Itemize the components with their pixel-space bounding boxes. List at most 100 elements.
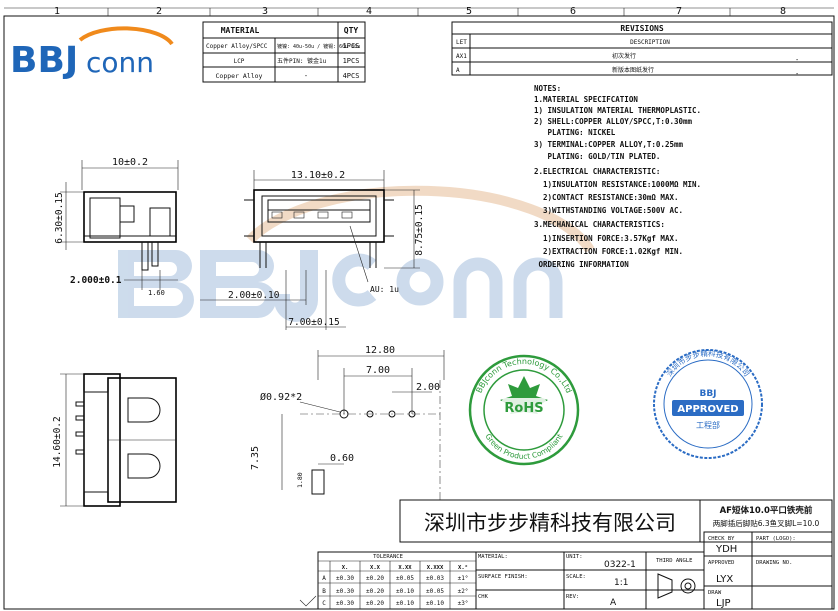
approved-label: APPROVED (677, 404, 738, 415)
scale-value: 1:1 (614, 578, 628, 588)
tol-a-2: ±0.20 (366, 575, 384, 582)
watermark-logo (118, 185, 595, 322)
notes-line-7: PLATING: GOLD/TIN PLATED. (534, 152, 660, 161)
revisions-row-1-mark: - (795, 56, 799, 64)
zone-label-6: 6 (570, 6, 576, 17)
tolerance-title: TOLERANCE (373, 554, 403, 560)
bom-row-3-note: - (304, 72, 308, 80)
tol-b-3: ±0.10 (396, 588, 414, 595)
front-view: 13.10±0.2 8.75±0.15 AU: 1u 2.00±0.10 7.0… (200, 170, 425, 330)
dim-fp-span: 7.00 (366, 365, 390, 376)
tol-b-2: ±0.20 (366, 588, 384, 595)
zone-label-2: 2 (156, 6, 162, 17)
approved-dept: 工程部 (696, 420, 720, 430)
tol-b-5: ±2° (458, 588, 469, 595)
dim-bottom-height: 14.60±0.2 (52, 416, 63, 467)
tol-grade-a: A (322, 575, 326, 582)
bom-header-qty: QTY (344, 26, 359, 35)
approved-by-value: LYX (716, 574, 733, 585)
title-block: 深圳市步步精科技有限公司 AF短体10.0平口铁壳前 两脚插后脚贴6.3鱼叉脚L… (299, 499, 833, 610)
dim-fp-hole: Ø0.92*2 (260, 391, 302, 403)
bom-row-2-material: LCP (234, 58, 245, 65)
notes-line-8: 2.ELECTRICAL CHARACTERISTIC: (534, 167, 660, 176)
bottom-view: 14.60±0.2 (52, 373, 177, 507)
notes-block: NOTES: 1.MATERIAL SPECIFCATION 1) INSULA… (534, 84, 701, 269)
tol-c-4: ±0.10 (426, 600, 444, 607)
notes-line-13: 1)INSERTION FORCE:3.57Kgf MAX. (534, 234, 679, 243)
dim-side-pitch: 2.000±0.1 (70, 275, 122, 286)
chk-label: CHK (478, 594, 489, 600)
tol-header-2: X.X (370, 565, 381, 571)
tol-header-1: X. (342, 565, 349, 571)
bom-row-3-qty: 4PCS (343, 72, 360, 80)
tol-header-3: X.XX (398, 565, 412, 571)
dim-fp-offset: 0.60 (330, 453, 354, 464)
dim-pin-pitch: 2.00±0.10 (228, 290, 280, 301)
tol-a-3: ±0.05 (396, 575, 414, 582)
revisions-row-2-mark: - (795, 70, 799, 78)
rohs-center-text: RoHS (504, 401, 543, 416)
bom-row-1-note: 镀镍: 40u-50u / 镀锡: 60u-80u (277, 43, 360, 50)
tol-a-1: ±0.30 (336, 575, 354, 582)
notes-line-9: 1)INSULATION RESISTANCE:1000MΩ MIN. (534, 180, 701, 189)
notes-line-6: 3) TERMINAL:COPPER ALLOY,T:0.25mm (534, 140, 683, 149)
notes-line-1: NOTES: (534, 84, 561, 93)
tol-b-1: ±0.30 (336, 588, 354, 595)
part-label: PART (LOGO): (756, 536, 796, 542)
approved-ring-text: 深圳市步步精科技有限公司 (665, 348, 752, 378)
dim-side-width: 10±0.2 (112, 157, 148, 168)
dim-fp-pitch: 2.00 (416, 382, 440, 393)
notes-line-11: 3)WITHSTANDING VOLTAGE:500V AC. (534, 206, 683, 215)
drawn-value: LJP (716, 598, 731, 609)
tol-a-4: ±0.03 (426, 575, 444, 582)
dim-side-leg: 1.60 (148, 289, 165, 297)
zone-label-7: 7 (676, 6, 682, 17)
tol-a-5: ±1° (458, 575, 469, 582)
tol-c-2: ±0.20 (366, 600, 384, 607)
svg-text:深圳市步步精科技有限公司: 深圳市步步精科技有限公司 (665, 348, 752, 378)
company-name: 深圳市步步精科技有限公司 (424, 511, 676, 535)
bom-header-material: MATERIAL (221, 26, 260, 35)
rev-label: REV: (566, 594, 579, 600)
revisions-row-2-ltr: A (456, 67, 460, 74)
scale-label: SCALE: (566, 574, 586, 580)
tol-header-4: X.XXX (427, 565, 444, 571)
tol-b-4: ±0.05 (426, 588, 444, 595)
company-logo: BBJ conn (10, 26, 174, 81)
notes-line-2: 1.MATERIAL SPECIFCATION (534, 95, 638, 104)
drawing-no-label: DRAWING NO. (756, 560, 792, 566)
zone-label-4: 4 (366, 6, 372, 17)
dim-pin-span: 7.00±0.15 (288, 317, 339, 328)
dim-fp-width: 12.80 (365, 345, 395, 356)
side-view: 10±0.2 6.30±0.15 2.000±0.1 1.60 (54, 157, 179, 297)
material-label: MATERIAL: (478, 554, 508, 560)
approved-stamp: 深圳市步步精科技有限公司 BBJ APPROVED 工程部 (653, 348, 763, 459)
dim-front-width: 13.10±0.2 (291, 170, 345, 181)
bom-row-2-note: 五件PIN: 镀金1u (277, 57, 327, 65)
tol-c-5: ±3° (458, 600, 469, 607)
projection-circle-icon (680, 578, 696, 594)
label-plating: AU: 1u (370, 285, 399, 294)
notes-line-4: 2) SHELL:COPPER ALLOY/SPCC,T:0.30mm (534, 117, 693, 126)
rohs-stamp: BBJconn Technology Co.,Ltd Green Product… (468, 354, 580, 466)
revisions-row-1-ltr: AX1 (456, 53, 467, 60)
dim-fp-height: 7.35 (250, 446, 261, 470)
notes-line-15: ORDERING INFORMATION (534, 260, 629, 269)
checked-label: CHECK BY (708, 536, 735, 542)
tol-header-5: X.° (458, 565, 468, 571)
tol-c-1: ±0.30 (336, 600, 354, 607)
bom-row-1-qty: 1PCS (343, 42, 360, 50)
revisions-col-desc: DESCRIPTION (630, 39, 670, 46)
rev-value: A (610, 598, 617, 608)
notes-line-12: 3.MECHANICAL CHARACTERISTICS: (534, 220, 665, 229)
approved-logo-text: BBJ (699, 389, 716, 399)
zone-label-1: 1 (54, 6, 60, 17)
checked-value: YDH (715, 544, 737, 555)
third-angle-label: THIRD ANGLE (656, 558, 692, 564)
revisions-col-ltr: LET (456, 39, 467, 46)
bom-row-1-material: Copper Alloy/SPCC (206, 43, 268, 50)
revisions-title: REVISIONS (620, 24, 664, 33)
dim-fp-small: 1.80 (296, 472, 304, 488)
zone-label-3: 3 (262, 6, 268, 17)
